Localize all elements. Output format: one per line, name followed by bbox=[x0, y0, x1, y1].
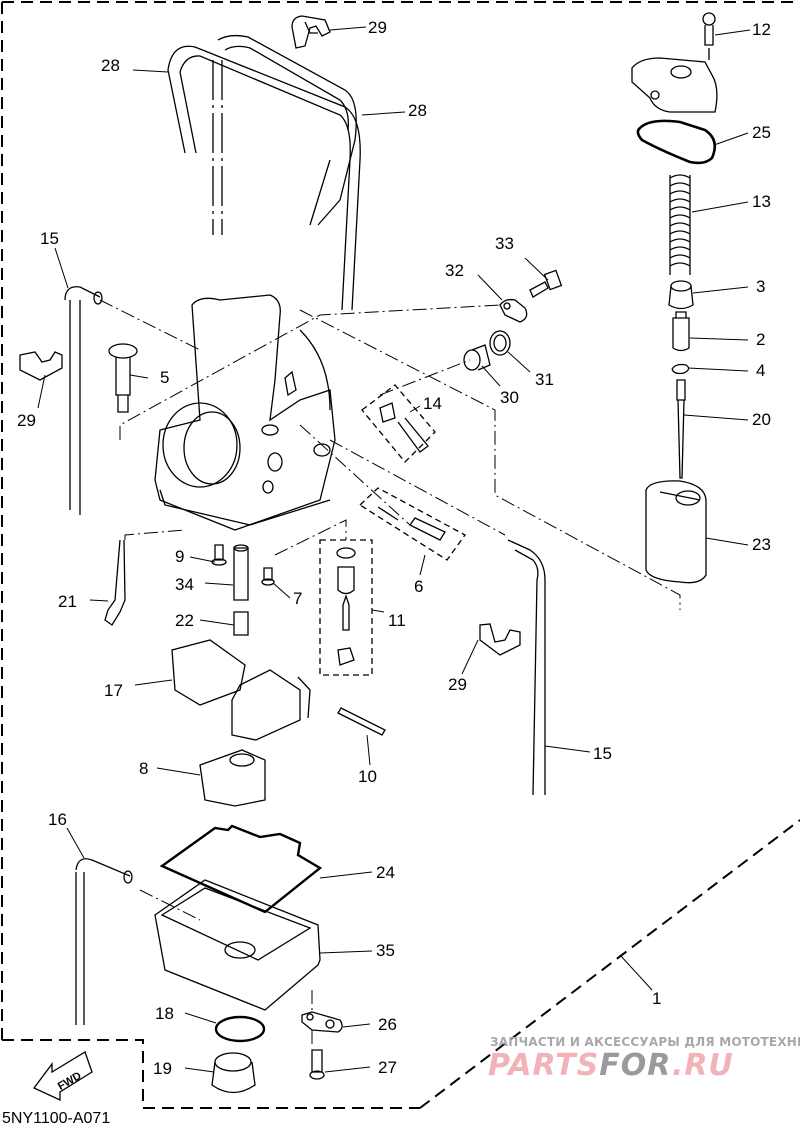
callout-7: 7 bbox=[293, 589, 303, 608]
callout-5: 5 bbox=[160, 368, 170, 387]
callout-32: 32 bbox=[445, 261, 464, 280]
connector-lines bbox=[100, 300, 680, 1048]
float-17 bbox=[172, 640, 310, 740]
screw-27 bbox=[310, 1050, 324, 1079]
main-jet-22 bbox=[234, 612, 248, 635]
callout-28-left: 28 bbox=[101, 56, 120, 75]
leader-lines bbox=[38, 27, 750, 1072]
hose-28-right bbox=[213, 36, 356, 235]
callout-14: 14 bbox=[423, 394, 442, 413]
watermark-brand-for: FOR bbox=[599, 1048, 672, 1083]
plate-32 bbox=[500, 300, 527, 322]
callout-10: 10 bbox=[358, 767, 377, 786]
top-cover bbox=[632, 58, 717, 112]
needle-valve-set-11 bbox=[320, 540, 372, 675]
callout-15-left: 15 bbox=[40, 229, 59, 248]
throttle-stop-screw-set-6 bbox=[360, 488, 465, 560]
o-ring-18 bbox=[216, 1017, 264, 1041]
screw-12 bbox=[703, 13, 715, 60]
hose-15-right bbox=[508, 540, 545, 795]
needle-jet-34 bbox=[234, 545, 248, 600]
hose-clip-29-left bbox=[20, 352, 62, 380]
watermark-brand: PARTSFOR.RU bbox=[488, 1048, 734, 1083]
callout-24: 24 bbox=[376, 863, 395, 882]
watermark-brand-parts: PARTS bbox=[488, 1048, 600, 1083]
fwd-label: FWD bbox=[56, 1070, 84, 1093]
pilot-air-screw-set-14 bbox=[362, 385, 435, 462]
starter-jet-21 bbox=[105, 540, 125, 625]
hose-16 bbox=[76, 859, 132, 1025]
needle-holder-2 bbox=[673, 312, 689, 351]
callout-28-right: 28 bbox=[408, 101, 427, 120]
fwd-arrow-icon bbox=[34, 1052, 92, 1100]
callout-21: 21 bbox=[58, 592, 77, 611]
assembly-boundary bbox=[2, 2, 800, 1108]
fitting-30 bbox=[464, 345, 490, 370]
callout-17: 17 bbox=[104, 681, 123, 700]
starter-plunger-5 bbox=[109, 344, 137, 412]
hose-clip-29-top bbox=[292, 16, 330, 48]
hose-15-left bbox=[65, 287, 102, 515]
callout-15-right: 15 bbox=[593, 744, 612, 763]
callout-1: 1 bbox=[652, 989, 662, 1008]
plate-26 bbox=[302, 1012, 342, 1032]
callout-18: 18 bbox=[155, 1004, 174, 1023]
callout-4: 4 bbox=[756, 361, 766, 380]
hose-28-left bbox=[168, 46, 360, 310]
pilot-jet-9 bbox=[212, 545, 226, 565]
float-chamber-gasket-24 bbox=[162, 826, 320, 912]
callout-29-top: 29 bbox=[368, 18, 387, 37]
clip-4 bbox=[672, 365, 689, 374]
watermark-tagline: ЗАПЧАСТИ И АКСЕССУАРЫ ДЛЯ МОТОТЕХНИКИ bbox=[490, 1035, 800, 1049]
float-pin-holder-8 bbox=[200, 750, 265, 806]
float-pin-10 bbox=[338, 708, 385, 735]
callout-23: 23 bbox=[752, 535, 771, 554]
callout-26: 26 bbox=[378, 1015, 397, 1034]
callout-11: 11 bbox=[388, 611, 406, 630]
hose-clip-29-right bbox=[480, 624, 520, 655]
callout-6: 6 bbox=[414, 577, 424, 596]
callout-31: 31 bbox=[535, 370, 554, 389]
carburetor-body bbox=[155, 295, 335, 530]
callout-20: 20 bbox=[752, 410, 771, 429]
callout-19: 19 bbox=[153, 1059, 172, 1078]
callout-8: 8 bbox=[139, 759, 149, 778]
spring-13 bbox=[670, 175, 690, 275]
float-chamber-35 bbox=[155, 880, 320, 1010]
callout-13: 13 bbox=[752, 192, 771, 211]
callout-3: 3 bbox=[756, 277, 766, 296]
callout-27: 27 bbox=[378, 1058, 397, 1077]
callout-9: 9 bbox=[175, 547, 185, 566]
callout-29-left: 29 bbox=[17, 411, 36, 430]
needle-cap-3 bbox=[669, 281, 693, 309]
callout-29-right: 29 bbox=[448, 675, 467, 694]
gasket-25 bbox=[638, 121, 715, 163]
screw-7 bbox=[262, 568, 274, 585]
screw-33 bbox=[530, 270, 561, 297]
jet-needle-20 bbox=[677, 380, 685, 478]
callout-34: 34 bbox=[175, 575, 194, 594]
watermark-brand-ru: .RU bbox=[671, 1048, 734, 1083]
throttle-valve-23 bbox=[646, 481, 706, 583]
drawing-code: 5NY1100-A071 bbox=[2, 1110, 111, 1127]
o-ring-31 bbox=[490, 331, 510, 355]
callout-2: 2 bbox=[756, 330, 766, 349]
plug-19 bbox=[212, 1053, 255, 1093]
callout-35: 35 bbox=[376, 941, 395, 960]
callout-25: 25 bbox=[752, 123, 771, 142]
callout-30: 30 bbox=[500, 388, 519, 407]
callout-12: 12 bbox=[752, 20, 771, 39]
callout-16: 16 bbox=[48, 810, 67, 829]
callout-22: 22 bbox=[175, 611, 194, 630]
callout-33: 33 bbox=[495, 234, 514, 253]
